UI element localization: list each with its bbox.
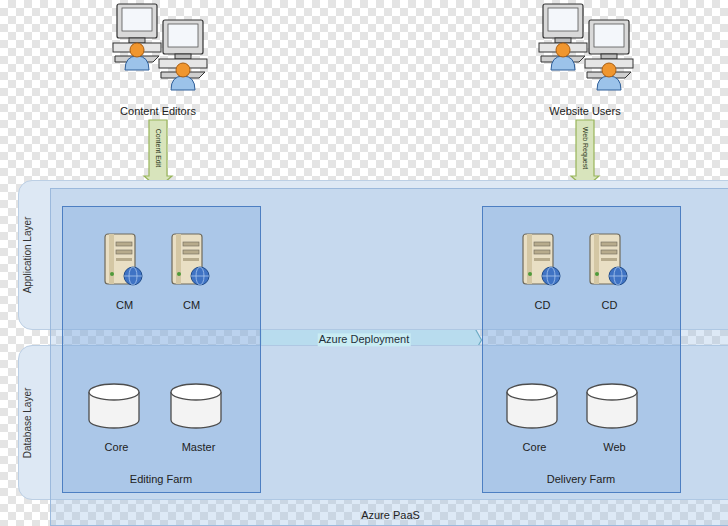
edge-label: Web Request (581, 126, 589, 170)
icon (581, 382, 643, 432)
platform-region: Azure PaaSEditing FarmCMCMCoreMasterDeli… (50, 188, 728, 526)
group-label: Content Editors (95, 105, 221, 118)
farm-label: Delivery Farm (483, 473, 680, 486)
database-label: Web (581, 441, 649, 454)
request-arrow (144, 120, 172, 188)
database-label: Core (501, 441, 569, 454)
icon (521, 2, 643, 102)
layer-label: Database Layer (22, 387, 34, 458)
server-farm: Delivery Farm CDCD Core Web (482, 206, 681, 493)
server-farm: Editing Farm CMCM Core Master (62, 206, 261, 493)
server-icon: CM (93, 230, 157, 316)
icon (93, 230, 151, 292)
icon (511, 230, 569, 292)
icon (160, 230, 218, 292)
server-icon: CD (511, 230, 575, 316)
request-arrow (571, 120, 599, 188)
database-icon: Core (501, 382, 569, 458)
farm-label: Editing Farm (63, 473, 260, 486)
icon (95, 2, 215, 102)
layer-label: Application Layer (22, 217, 34, 294)
region-label: Azure PaaS (51, 509, 728, 522)
server-icon: CM (160, 230, 224, 316)
database-label: Master (163, 441, 235, 454)
server-label: CM (93, 299, 157, 312)
database-icon: Core (83, 382, 151, 458)
icon (501, 382, 563, 432)
icon (578, 230, 636, 292)
database-icon: Master (163, 382, 235, 458)
database-icon: Web (581, 382, 649, 458)
user-group: Website Users (521, 2, 649, 118)
group-label: Website Users (521, 105, 649, 118)
user-group: Content Editors (95, 2, 221, 118)
icon (163, 382, 229, 432)
icon (83, 382, 145, 432)
database-label: Core (83, 441, 151, 454)
server-label: CD (511, 299, 575, 312)
server-icon: CD (578, 230, 642, 316)
server-label: CD (578, 299, 642, 312)
edge-label: Content Edit (154, 128, 162, 169)
server-label: CM (160, 299, 224, 312)
